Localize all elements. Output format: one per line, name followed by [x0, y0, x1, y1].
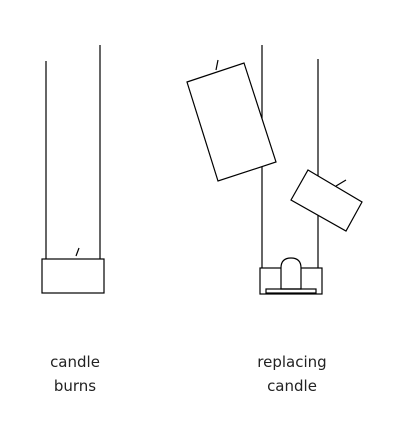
small-tilted-candle: [290, 169, 363, 232]
right-panel: [186, 45, 363, 295]
caption-left-line-2: burns: [54, 377, 96, 395]
small-candle-wick: [335, 179, 347, 187]
holder-base-plate: [265, 288, 317, 294]
short-candle: [41, 258, 105, 294]
burned-candle-stub: [280, 257, 302, 290]
tall-candle-wick: [215, 59, 219, 71]
caption-right-line-2: candle: [267, 377, 317, 395]
caption-left-line-1: candle: [50, 353, 100, 371]
tall-falling-candle: [186, 62, 277, 182]
short-candle-wick: [75, 247, 80, 257]
caption-right-line-1: replacing: [257, 353, 326, 371]
left-panel: [41, 45, 105, 294]
